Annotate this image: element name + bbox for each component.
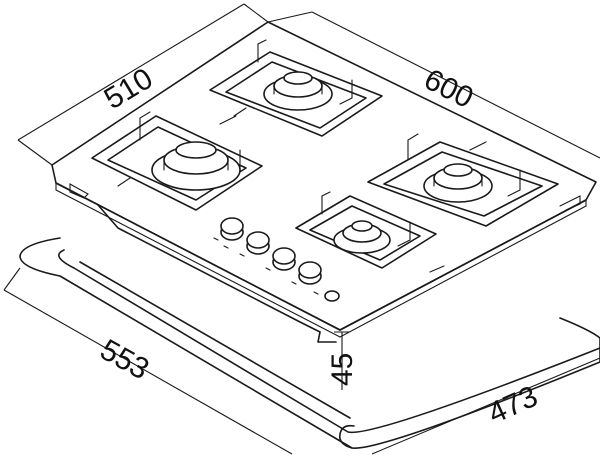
control-knob-3 [272, 247, 296, 271]
dimension-cutout-width-label: 553 [95, 333, 155, 386]
ignition-button [324, 290, 340, 302]
dimension-height-label: 45 [326, 353, 359, 386]
dimension-cutout-width-line [3, 267, 293, 455]
control-knob-4 [298, 261, 322, 285]
knob-markings [213, 237, 319, 295]
dimension-cutout-depth-label: 473 [483, 380, 542, 431]
dimension-cutout-depth-line [371, 357, 600, 455]
cutout-outline [19, 237, 600, 449]
burner-medium-front [423, 163, 493, 203]
control-knob-2 [246, 231, 270, 255]
dimension-depth-label: 510 [99, 62, 159, 116]
burner-large [151, 141, 241, 191]
control-knob-1 [220, 217, 244, 241]
pan-support-back-right [209, 39, 383, 137]
pan-support-front-right [367, 133, 559, 227]
dimension-height-line [334, 331, 350, 390]
dimension-depth-line [17, 3, 269, 166]
burner-medium-back [263, 71, 333, 111]
burner-small [333, 220, 391, 254]
dimension-width-line [267, 11, 600, 159]
